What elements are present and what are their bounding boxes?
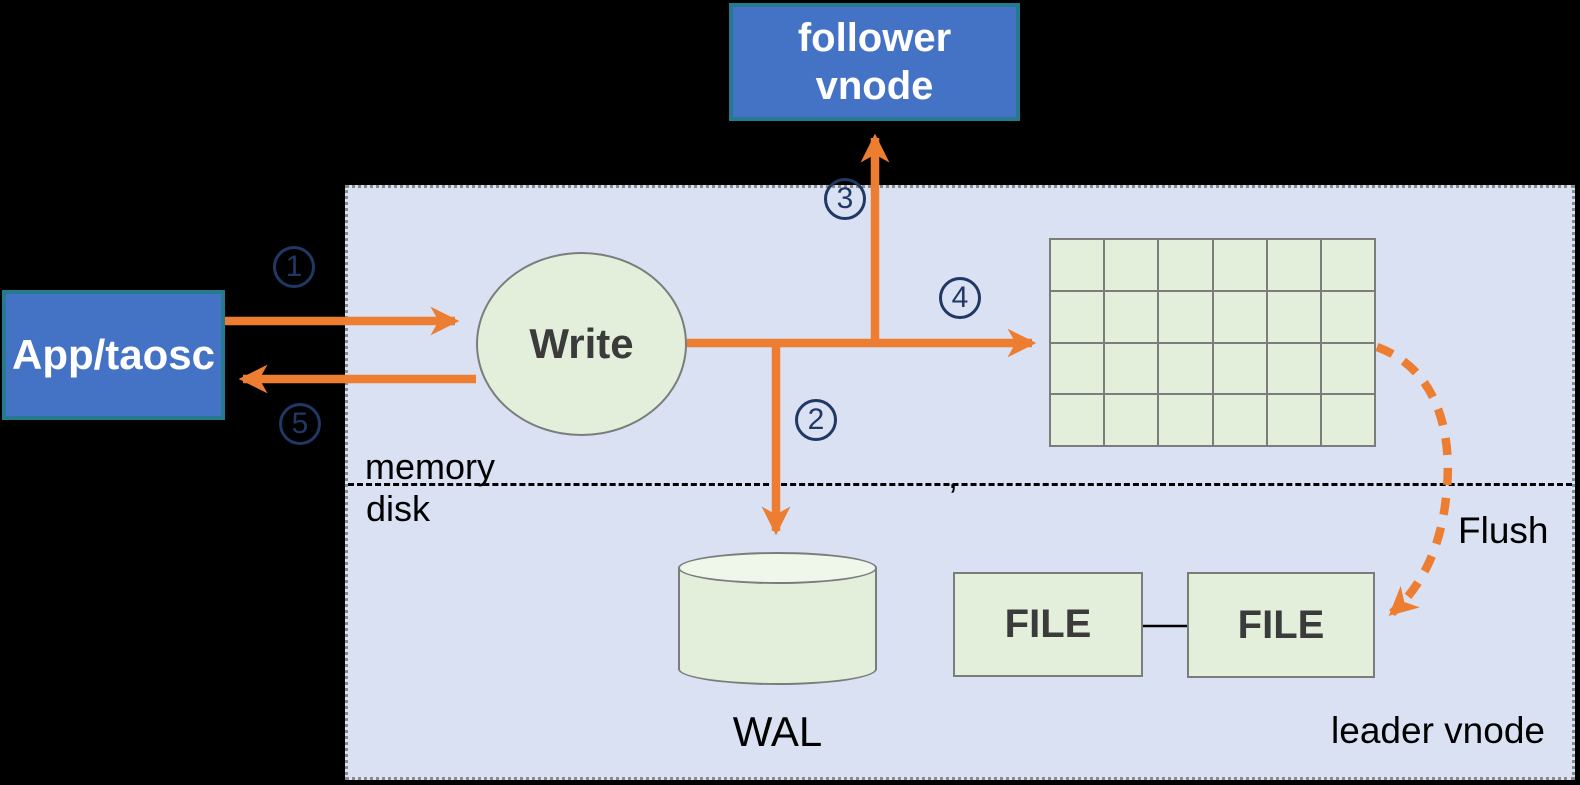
step-badge-2: 2 (795, 399, 837, 441)
disk-label: disk (366, 488, 431, 529)
app-taosc-label: App/taosc (11, 331, 216, 378)
step-number-3: 3 (836, 182, 854, 215)
file-node-1: FILE (953, 572, 1143, 677)
grid-cell (1320, 394, 1375, 446)
grid-cell (1050, 342, 1105, 395)
grid-cell (1266, 239, 1321, 291)
grid-cell (1212, 239, 1267, 291)
grid-cell (1104, 342, 1159, 395)
step-badge-4: 4 (939, 277, 981, 319)
file-label-2: FILE (1237, 602, 1325, 647)
app-taosc-node: App/taosc (2, 290, 225, 420)
grid-cell (1104, 394, 1159, 446)
step-badge-1: 1 (273, 246, 315, 288)
grid-cell (1158, 239, 1213, 291)
grid-cell (1266, 342, 1321, 395)
grid-cell (1266, 394, 1321, 446)
step-badge-5: 5 (279, 403, 321, 445)
wal-cylinder-top (678, 552, 877, 584)
write-label: Write (529, 320, 634, 367)
leader-vnode-label: leader vnode (1331, 710, 1545, 751)
write-process-node: Write (476, 252, 687, 436)
file-node-2: FILE (1187, 572, 1375, 678)
step-number-1: 1 (285, 250, 303, 283)
grid-cell (1104, 239, 1159, 291)
grid-cell (1320, 290, 1375, 343)
wal-cylinder-body (678, 568, 877, 669)
step-number-4: 4 (951, 281, 969, 314)
follower-vnode-label-line1: follower (797, 16, 952, 60)
stray-comma-mark: , (948, 455, 959, 496)
follower-vnode-node: follower vnode (729, 3, 1020, 121)
grid-cell (1158, 342, 1213, 395)
grid-cell (1050, 394, 1105, 446)
wal-label: WAL (732, 708, 823, 755)
flush-label: Flush (1458, 510, 1549, 551)
grid-cell (1104, 290, 1159, 343)
grid-cell (1158, 394, 1213, 446)
file-label-1: FILE (1004, 602, 1092, 646)
step-number-5: 5 (291, 407, 309, 440)
grid-cell (1158, 290, 1213, 343)
memory-label: memory (365, 446, 496, 487)
memory-table-grid (1049, 238, 1376, 447)
grid-cell (1212, 290, 1267, 343)
follower-vnode-label-line2: vnode (815, 64, 934, 108)
grid-cell (1320, 239, 1375, 291)
grid-cell (1320, 342, 1375, 395)
memory-disk-divider (348, 483, 1572, 486)
grid-cell (1050, 239, 1105, 291)
step-badge-3: 3 (824, 178, 866, 220)
grid-cell (1266, 290, 1321, 343)
grid-cell (1212, 394, 1267, 446)
grid-cell (1212, 342, 1267, 395)
grid-cell (1050, 290, 1105, 343)
step-number-2: 2 (807, 403, 825, 436)
